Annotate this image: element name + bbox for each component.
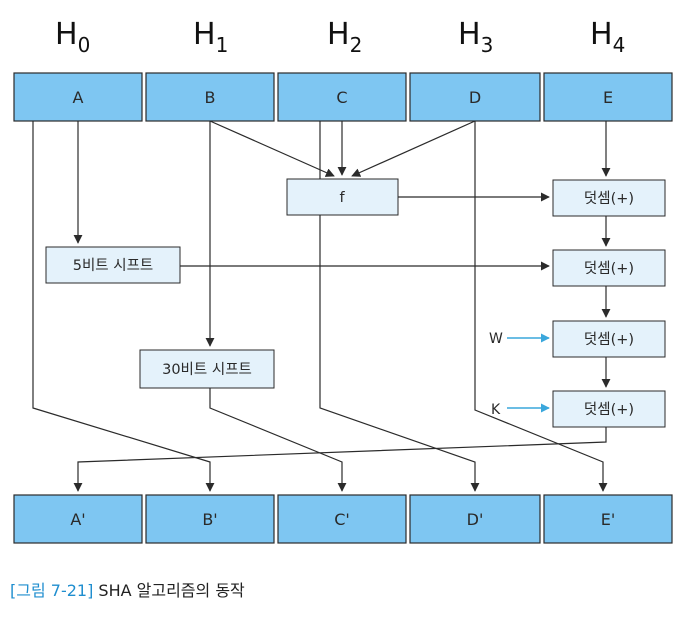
register-b: B (145, 72, 275, 122)
add1-label: 덧셈(+) (584, 190, 634, 207)
arrow-c-to-d-prime (319, 121, 480, 492)
add4-box: 덧셈(+) (552, 390, 666, 428)
register-a-label: A (73, 88, 84, 107)
register-a: A (13, 72, 143, 122)
register-c-prime-label: C' (334, 510, 350, 529)
arrow-b-to-f (209, 120, 335, 177)
arrow-d-to-e-prime (474, 121, 608, 492)
register-b-prime-label: B' (202, 510, 217, 529)
shift30-label: 30비트 시프트 (162, 361, 252, 378)
register-c-label: C (336, 88, 347, 107)
add2-box: 덧셈(+) (552, 249, 666, 287)
shift30-box: 30비트 시프트 (139, 349, 275, 389)
register-d-label: D (469, 88, 481, 107)
arrow-shift30-to-c-prime (209, 388, 347, 492)
figure-caption: [그림 7-21] SHA 알고리즘의 동작 (10, 577, 245, 601)
function-f-label: f (339, 190, 345, 206)
register-a-prime: A' (13, 494, 143, 544)
add3-box: 덧셈(+) (552, 320, 666, 358)
figure-caption-label: [그림 7-21] (10, 581, 94, 600)
register-e-label: E (603, 88, 613, 107)
register-c-prime: C' (277, 494, 407, 544)
add1-box: 덧셈(+) (552, 179, 666, 217)
add2-label: 덧셈(+) (584, 260, 634, 277)
add3-label: 덧셈(+) (584, 331, 634, 348)
register-b-prime: B' (145, 494, 275, 544)
header-h2: H2 (327, 17, 362, 57)
register-b-label: B (205, 88, 216, 107)
input-k-label: K (491, 402, 501, 418)
register-d-prime-label: D' (467, 510, 484, 529)
input-w-label: W (489, 331, 503, 347)
header-h3: H3 (458, 17, 493, 57)
header-h0: H0 (55, 17, 90, 57)
register-c: C (277, 72, 407, 122)
shift5-box: 5비트 시프트 (45, 246, 181, 284)
register-e: E (543, 72, 673, 122)
register-e-prime-label: E' (601, 510, 616, 529)
register-d-prime: D' (409, 494, 541, 544)
header-h4: H4 (590, 17, 625, 57)
function-f-box: f (286, 178, 399, 216)
arrow-add4-to-a-prime (73, 427, 607, 492)
header-h1: H1 (193, 17, 228, 57)
shift5-label: 5비트 시프트 (73, 257, 154, 274)
figure-caption-text: SHA 알고리즘의 동작 (93, 581, 245, 600)
register-a-prime-label: A' (70, 510, 85, 529)
register-e-prime: E' (543, 494, 673, 544)
add4-label: 덧셈(+) (584, 401, 634, 418)
register-d: D (409, 72, 541, 122)
arrow-a-to-b-prime (32, 121, 215, 492)
arrow-d-to-f (351, 120, 476, 177)
